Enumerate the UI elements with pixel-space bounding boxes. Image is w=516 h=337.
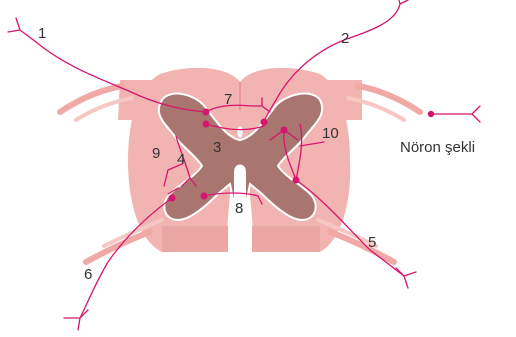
legend: Nöron şekli [400, 106, 480, 156]
neuron-6-branch [64, 310, 88, 330]
soma-3 [203, 121, 210, 128]
soma-2 [261, 119, 268, 126]
label-1: 1 [38, 25, 46, 42]
label-7: 7 [224, 91, 232, 108]
label-9: 9 [152, 145, 160, 162]
root-arc-lower-left [86, 232, 150, 262]
label-5: 5 [368, 234, 376, 251]
legend-label: Nöron şekli [400, 139, 475, 156]
neuron-symbol-icon [428, 106, 480, 122]
neuron-1-branch [8, 18, 36, 42]
neuron-2-branch [398, 0, 408, 4]
root-arc-upper-left [60, 86, 122, 112]
label-10: 10 [322, 125, 339, 142]
soma-10 [281, 127, 288, 134]
soma-8 [201, 193, 208, 200]
label-4: 4 [177, 151, 185, 168]
white-matter-lower-right [252, 226, 320, 252]
soma-6 [169, 195, 176, 202]
label-2: 2 [341, 30, 349, 47]
soma-7 [203, 109, 210, 116]
root-arc-lower-right [330, 232, 394, 262]
central-canal [237, 126, 243, 138]
label-6: 6 [84, 266, 92, 283]
label-3: 3 [213, 139, 221, 156]
root-arc-upper-right [358, 86, 420, 112]
white-matter-lower-left [162, 226, 228, 252]
soma-5 [293, 177, 300, 184]
label-8: 8 [235, 200, 243, 217]
neuron-5-branch [396, 268, 416, 288]
